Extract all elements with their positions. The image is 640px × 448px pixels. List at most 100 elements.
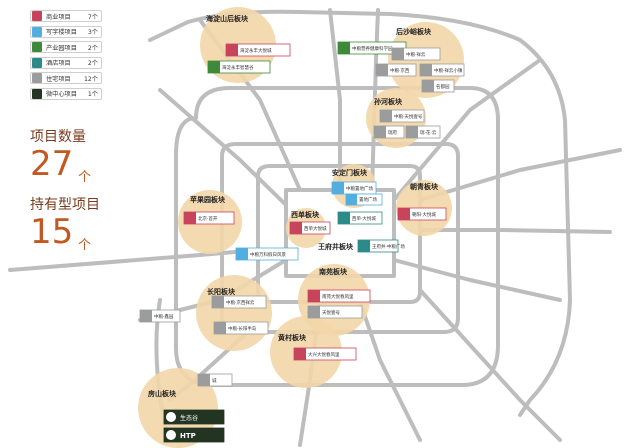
hotel-swatch — [32, 57, 42, 68]
commercial-icon — [294, 348, 306, 360]
svg-text:西单·大悦城: 西单·大悦城 — [352, 215, 376, 222]
project-marker[interactable]: 生态谷 — [163, 409, 225, 425]
park-icon — [338, 42, 350, 54]
legend-count: 1个 — [87, 91, 98, 98]
svg-text:中粮·京西祥云: 中粮·京西祥云 — [226, 299, 255, 306]
project-marker[interactable]: 中粮·祥云小镇 — [419, 63, 465, 77]
project-marker[interactable]: 中粮·鑫园 — [139, 309, 181, 323]
sixth-ring-road — [148, 9, 572, 442]
district-label: 苹果园板块 — [190, 195, 226, 204]
district-label: 西单板块 — [291, 210, 320, 219]
svg-text:HTP: HTP — [180, 432, 196, 440]
residential-icon — [198, 374, 210, 386]
svg-text:中粮·鑫园: 中粮·鑫园 — [154, 313, 174, 320]
project-markers: 海淀永丰大悦城 海淀永丰智慧谷 中粮营养健康科学园 中粮·祥云 中粮·京西 中粮… — [139, 41, 465, 443]
district-label: 孙河板块 — [374, 97, 403, 106]
project-marker[interactable]: 天悦壹号 — [307, 305, 363, 319]
project-marker[interactable]: 瑞府 — [373, 125, 405, 139]
svg-text:生态谷: 生态谷 — [180, 414, 198, 422]
project-marker[interactable]: 大兴大悦春风里 — [293, 347, 357, 361]
legend-count: 7个 — [87, 13, 98, 21]
district-label: 后沙峪板块 — [396, 27, 432, 36]
project-marker[interactable]: 中粮·京西祥云 — [211, 295, 267, 309]
svg-text:王府井·中粮广场: 王府井·中粮广场 — [372, 243, 405, 250]
hotel-icon — [358, 240, 370, 252]
svg-text:中粮·祥云小镇: 中粮·祥云小镇 — [434, 67, 463, 74]
project-marker[interactable]: 海淀永丰大悦城 — [225, 43, 291, 57]
project-marker[interactable]: 中粮万科假日风景 — [235, 247, 299, 261]
district-label: 朝青板块 — [410, 182, 439, 191]
district-labels: 海淀山后板块 后沙峪板块 孙河板块 安定门板块 朝青板块 苹果园板块 西单板块 … — [148, 14, 439, 398]
legend-item-park: 产业园项目 2个 — [30, 41, 102, 53]
svg-text:中粮置地广场: 中粮置地广场 — [346, 185, 373, 192]
legend-item-residential: 住宅项目 12个 — [30, 72, 102, 84]
project-marker[interactable]: 名都园 — [421, 79, 455, 93]
svg-text:海淀永丰智慧谷: 海淀永丰智慧谷 — [222, 64, 254, 71]
project-count-label: 项目数量 — [30, 129, 86, 145]
svg-text:名都园: 名都园 — [436, 83, 450, 90]
project-marker[interactable]: 王府井·中粮广场 — [357, 239, 405, 253]
svg-text:中粮·祥云: 中粮·祥云 — [406, 51, 426, 58]
svg-text:中粮·天悦壹号: 中粮·天悦壹号 — [394, 113, 423, 120]
project-marker[interactable]: 北京·首开 — [183, 211, 235, 225]
svg-text:西单大悦城: 西单大悦城 — [304, 225, 327, 232]
legend-count: 2个 — [87, 60, 98, 67]
project-marker[interactable]: 中粮·天悦壹号 — [379, 109, 425, 123]
legend-item-hotel: 酒店项目 2个 — [30, 56, 102, 69]
project-marker[interactable]: 南苑大悦春风里 — [307, 289, 371, 303]
legend-label: 微中心项目 — [46, 91, 77, 98]
project-marker[interactable]: 西单·大悦城 — [337, 211, 383, 225]
legend: 商业项目 7个 写字楼项目 3个 产业园项目 2个 酒店项目 2个 住宅项目 1… — [30, 10, 102, 103]
project-marker[interactable]: 中粮·长阳半岛 — [213, 321, 269, 335]
project-marker[interactable]: 置地广场 — [345, 193, 383, 206]
svg-text:瑞府: 瑞府 — [388, 129, 397, 136]
project-marker[interactable]: HTP — [163, 427, 225, 443]
project-marker[interactable]: 中粮·祥云 — [391, 47, 441, 61]
legend-label: 产业园项目 — [46, 44, 77, 52]
svg-text:中粮营养健康科学园: 中粮营养健康科学园 — [352, 45, 393, 52]
project-marker[interactable]: 中粮置地广场 — [331, 181, 377, 195]
project-marker[interactable]: 中粮·京西 — [375, 63, 417, 77]
office-icon — [236, 248, 248, 260]
svg-text:大兴大悦春风里: 大兴大悦春风里 — [308, 351, 340, 358]
holding-project-label: 持有型项目 — [30, 197, 100, 213]
residential-icon — [214, 322, 226, 334]
district-label: 房山板块 — [148, 389, 177, 398]
micro-center-icon — [166, 412, 176, 422]
svg-text:置地广场: 置地广场 — [359, 196, 377, 203]
district-label: 王府井板块 — [318, 242, 354, 251]
svg-text:中粮万科假日风景: 中粮万科假日风景 — [250, 251, 286, 258]
residential-icon — [380, 110, 392, 122]
project-marker[interactable]: 中粮营养健康科学园 — [337, 41, 407, 55]
park-swatch — [32, 42, 42, 52]
svg-text:北京·首开: 北京·首开 — [198, 215, 218, 222]
residential-icon — [376, 64, 388, 76]
legend-label: 商业项目 — [46, 13, 71, 21]
project-marker[interactable]: 瑞·花·云 — [405, 125, 441, 139]
holding-project-value: 15 — [30, 212, 74, 252]
hotel-icon — [338, 212, 350, 224]
project-count-value: 27 — [30, 144, 74, 184]
project-marker[interactable]: 西单大悦城 — [289, 221, 331, 235]
district-label: 海淀山后板块 — [206, 14, 249, 23]
commercial-icon — [184, 212, 196, 224]
legend-item-commercial: 商业项目 7个 — [30, 10, 102, 22]
residential-icon — [420, 64, 432, 76]
legend-item-office: 写字楼项目 3个 — [30, 25, 102, 38]
residential-icon — [212, 296, 224, 308]
project-marker[interactable]: 朝阳·大悦城 — [397, 207, 447, 221]
residential-swatch — [32, 73, 42, 83]
legend-label: 酒店项目 — [46, 60, 71, 67]
project-marker[interactable]: 海淀永丰智慧谷 — [207, 60, 271, 74]
svg-text:朝阳·大悦城: 朝阳·大悦城 — [412, 211, 436, 218]
residential-icon — [392, 48, 404, 60]
holding-project-unit: 个 — [78, 238, 92, 253]
svg-text:南苑大悦春风里: 南苑大悦春风里 — [322, 293, 354, 300]
project-marker[interactable]: 诚 — [197, 373, 233, 387]
svg-text:海淀永丰大悦城: 海淀永丰大悦城 — [240, 47, 272, 54]
svg-text:天悦壹号: 天悦壹号 — [322, 309, 340, 316]
micro-center-icon — [166, 430, 176, 440]
micro-center-swatch — [32, 88, 42, 99]
office-icon — [346, 194, 357, 205]
